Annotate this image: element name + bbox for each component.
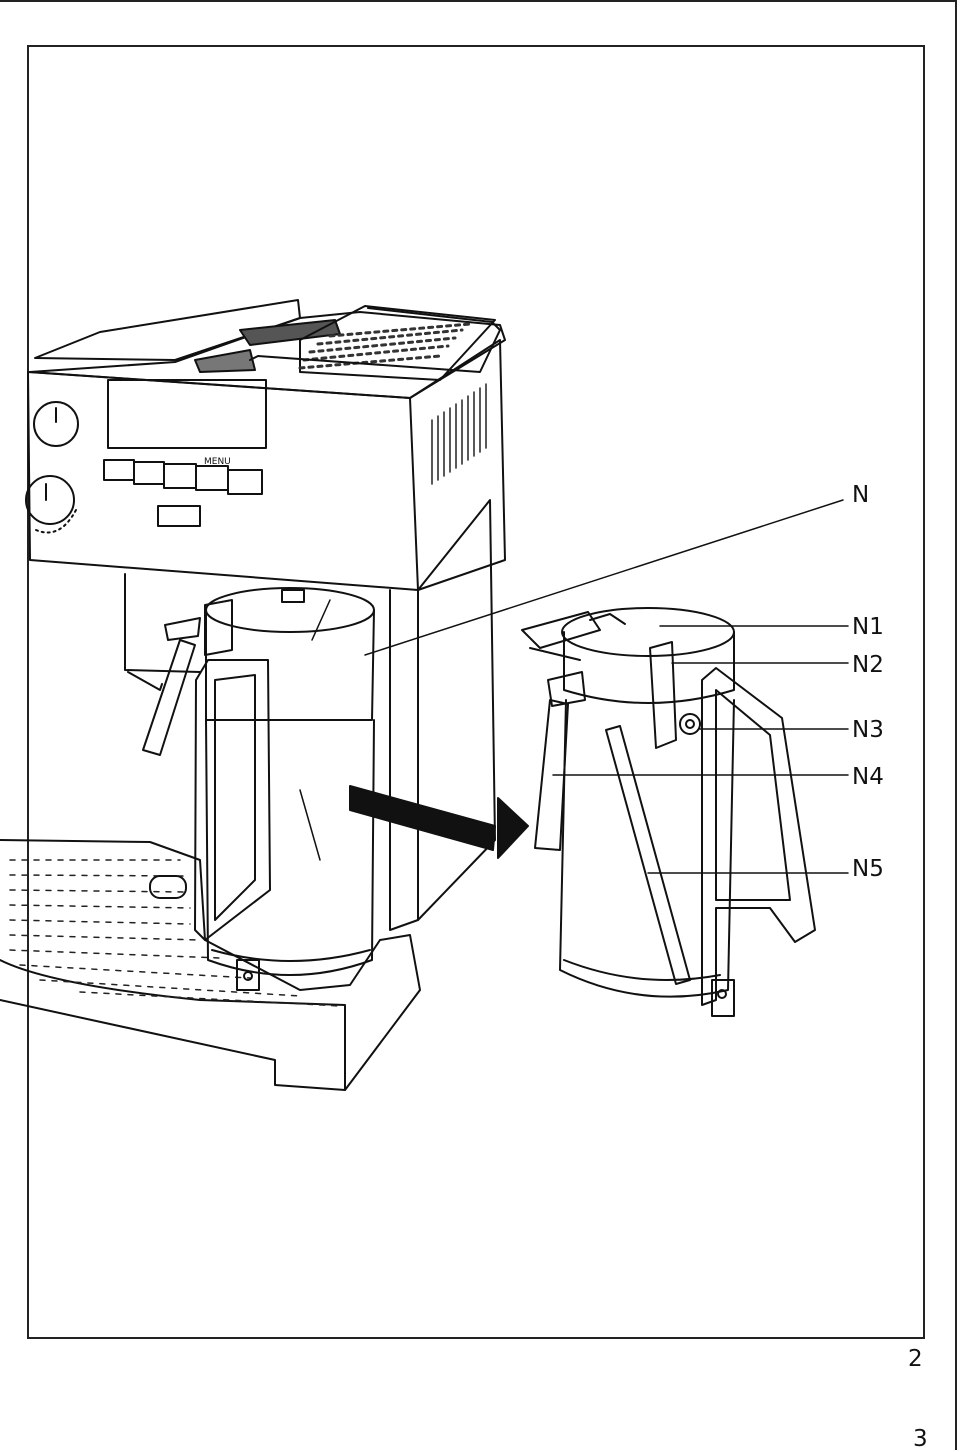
coffee-machine: MENU: [0, 299, 506, 1091]
knob-top: [33, 401, 79, 447]
cup-warmer-grid: [298, 322, 472, 370]
side-vent: [431, 383, 487, 485]
leader-N: [364, 499, 844, 656]
page-edge-top: [0, 0, 957, 2]
page-edge-right: [955, 0, 957, 1450]
callout-N4: N4: [852, 764, 884, 790]
arrow-shaft: [349, 785, 496, 851]
callout-N2: N2: [852, 652, 884, 678]
callout-N3: N3: [852, 717, 884, 743]
figure-frame: [27, 45, 925, 1339]
knob-bottom: [25, 475, 75, 525]
arrow-head: [497, 797, 529, 859]
milk-jug-detached: [521, 607, 816, 1017]
page-number-inner: 2: [908, 1346, 923, 1372]
control-buttons: [103, 459, 263, 527]
milk-jug-attached: [142, 587, 375, 991]
page-number-outer: 3: [913, 1426, 928, 1452]
display-window: [107, 379, 267, 449]
menu-label: MENU: [204, 457, 231, 467]
callout-N5: N5: [852, 856, 884, 882]
callout-N: N: [852, 482, 870, 508]
callout-N1: N1: [852, 614, 884, 640]
callout-lines: [364, 499, 849, 874]
